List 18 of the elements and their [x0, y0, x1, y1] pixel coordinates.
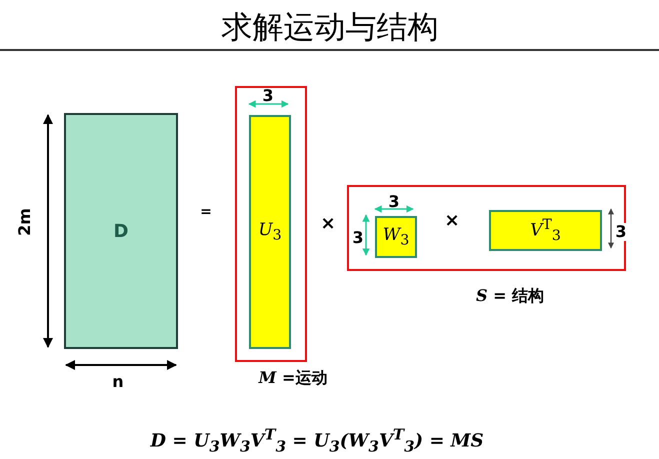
- dimension-label: 2m: [17, 208, 33, 236]
- node-label: S = 结构: [476, 288, 544, 304]
- title: 求解运动与结构: [222, 12, 438, 44]
- dimension-label: n: [112, 374, 124, 390]
- node-label: M =运动: [258, 370, 328, 386]
- dimension-label: 3: [615, 223, 627, 241]
- matrix-box: D: [64, 113, 178, 349]
- grouping-box: [347, 185, 626, 271]
- operator-sign: ×: [320, 215, 336, 233]
- grouping-box: [235, 86, 307, 362]
- operator-sign: ×: [444, 212, 460, 230]
- equation: D = U$_{3}$W$_{3}$V$^{T}$$_{3}$ = U$_{3}$(W$_{3}$V$^{T}$$_{3}$) = MS: [150, 428, 484, 454]
- dimension-label: 3: [388, 194, 400, 210]
- dimension-label: 3: [262, 88, 274, 104]
- matrix-box: U$_{3}$: [249, 115, 291, 349]
- matrix-box: W$_{3}$: [375, 216, 417, 258]
- dimension-label: 3: [352, 230, 364, 246]
- operator-sign: =: [200, 205, 212, 219]
